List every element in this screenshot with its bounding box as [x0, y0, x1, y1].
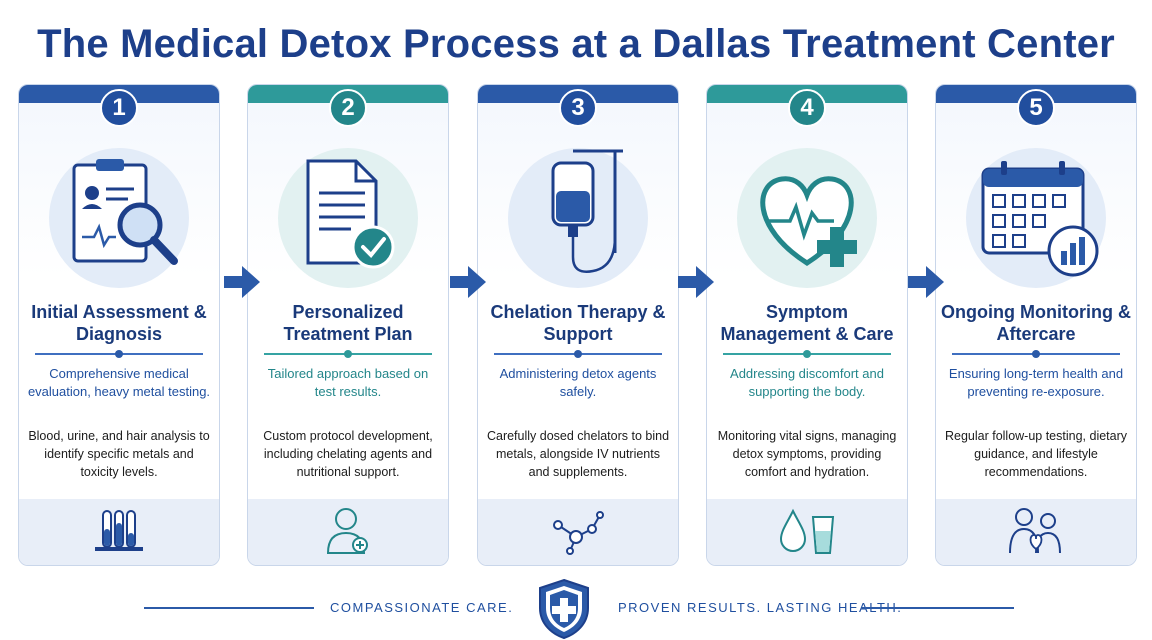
card-footer — [248, 499, 448, 565]
step-title: Chelation Therapy & Support — [490, 302, 666, 344]
card-footer — [19, 499, 219, 565]
step-subtitle: Tailored approach based on test results. — [267, 366, 429, 399]
water-drop-icon — [779, 508, 835, 554]
step-title: Symptom Management & Care — [720, 302, 894, 344]
step-title: Ongoing Monitoring & Aftercare — [941, 302, 1131, 344]
step-card-4: 4 Symptom Management & Care Addressing d… — [706, 84, 908, 566]
step-subtitle: Addressing discomfort and supporting the… — [730, 366, 884, 399]
clipboard-magnifier-icon — [44, 143, 194, 293]
step-number-badge: 1 — [100, 89, 138, 127]
step-description: Monitoring vital signs, managing detox s… — [717, 429, 897, 479]
shield-cross-icon — [539, 578, 589, 640]
tagline-left: COMPASSIONATE CARE. — [330, 600, 514, 615]
step-number-badge: 4 — [788, 89, 826, 127]
divider — [952, 350, 1120, 358]
step-description: Blood, urine, and hair analysis to ident… — [28, 429, 210, 479]
step-subtitle: Administering detox agents safely. — [499, 366, 657, 399]
step-subtitle: Comprehensive medical evaluation, heavy … — [27, 366, 211, 399]
step-card-2: 2 Personalized Treatment Plan Tailored a… — [247, 84, 449, 566]
divider — [723, 350, 891, 358]
step-title: Initial Assessment & Diagnosis — [31, 302, 207, 344]
arrow-right-icon — [450, 266, 486, 298]
step-subtitle: Ensuring long-term health and preventing… — [948, 366, 1124, 399]
heart-pulse-icon — [732, 143, 882, 293]
arrow-right-icon — [224, 266, 260, 298]
iv-bag-icon — [503, 143, 653, 293]
divider — [35, 350, 203, 358]
step-number-badge: 2 — [329, 89, 367, 127]
step-description: Regular follow-up testing, dietary guida… — [944, 429, 1128, 479]
card-footer — [478, 499, 678, 565]
people-heart-icon — [1009, 508, 1061, 554]
step-description: Custom protocol development, including c… — [263, 429, 433, 479]
arrow-right-icon — [678, 266, 714, 298]
divider-line-right — [862, 607, 1014, 609]
test-tubes-icon — [95, 510, 143, 551]
step-description: Carefully dosed chelators to bind metals… — [486, 429, 670, 479]
arrow-right-icon — [908, 266, 944, 298]
step-number-badge: 3 — [559, 89, 597, 127]
page-title: The Medical Detox Process at a Dallas Tr… — [37, 22, 1115, 66]
molecule-icon — [553, 511, 604, 555]
card-footer — [936, 499, 1136, 565]
divider — [264, 350, 432, 358]
step-title: Personalized Treatment Plan — [283, 302, 413, 344]
card-footer — [707, 499, 907, 565]
step-card-5: 5 Ongoing Monitoring & Aftercare Ensurin… — [935, 84, 1137, 566]
divider-line-left — [144, 607, 314, 609]
divider — [494, 350, 662, 358]
document-check-icon — [273, 143, 423, 293]
tagline-right: PROVEN RESULTS. LASTING HEALTH. — [618, 600, 903, 615]
step-card-3: 3 Chelation Therapy & Support Administer… — [477, 84, 679, 566]
doctor-icon — [326, 508, 368, 554]
calendar-chart-icon — [961, 143, 1111, 293]
step-card-1: 1 Initial Assessment & Diagnosis Compreh… — [18, 84, 220, 566]
step-number-badge: 5 — [1017, 89, 1055, 127]
